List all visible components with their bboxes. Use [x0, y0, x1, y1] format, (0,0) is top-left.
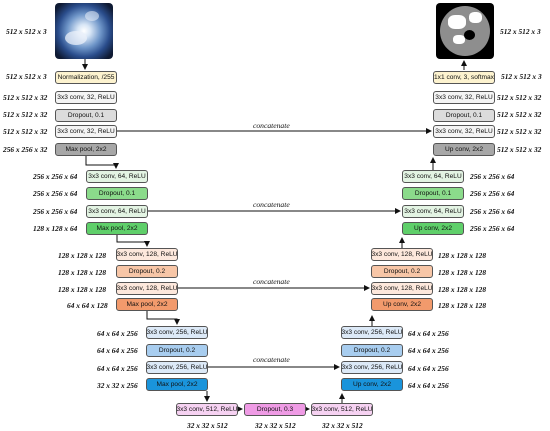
- concatenate-label: concatenate: [253, 121, 290, 130]
- dropout-block: Dropout, 0.1: [86, 187, 148, 200]
- dropout-block: Dropout, 0.1: [433, 109, 495, 122]
- upconv-block: Up conv, 2x2: [341, 378, 403, 391]
- mask-cloud: [453, 35, 465, 44]
- dropout-block: Dropout, 0.2: [371, 265, 433, 278]
- conv-block: 3x3 conv, 64, ReLU: [86, 170, 148, 183]
- conv-block: 3x3 conv, 32, ReLU: [433, 91, 495, 104]
- softmax-block: 1x1 conv, 3, softmax: [433, 71, 495, 84]
- maxpool-block: Max pool, 2x2: [116, 298, 178, 311]
- enc-dim: 128 x 128 x 64: [33, 224, 78, 233]
- dec-dim: 512 x 512 x 32: [497, 127, 542, 136]
- bottleneck-dim: 32 x 32 x 512: [187, 421, 228, 430]
- down-arrow: [116, 235, 150, 247]
- bottleneck-conv-block: 3x3 conv, 512, ReLU: [311, 403, 373, 416]
- dec-dim: 512 x 512 x 32: [497, 110, 542, 119]
- dec-dim: 128 x 128 x 128: [438, 285, 487, 294]
- mask-cloud: [469, 12, 482, 23]
- down-arrow: [85, 156, 119, 169]
- conv-block: 3x3 conv, 64, ReLU: [402, 205, 464, 218]
- conv-block: 3x3 conv, 128, ReLU: [371, 248, 433, 261]
- cloud-patch: [65, 31, 87, 45]
- dropout-block: Dropout, 0.1: [402, 187, 464, 200]
- enc-dim: 512 x 512 x 32: [3, 93, 48, 102]
- down-arrow: [146, 311, 180, 325]
- dec-dim: 64 x 64 x 256: [408, 329, 449, 338]
- conv-block: 3x3 conv, 256, ReLU: [146, 326, 208, 339]
- mask-cloud: [448, 15, 466, 29]
- enc-dim: 64 x 64 x 128: [67, 301, 108, 310]
- enc-dim: 64 x 64 x 256: [97, 346, 138, 355]
- bottleneck-dim: 32 x 32 x 512: [255, 421, 296, 430]
- input-dim-label: 512 x 512 x 3: [6, 27, 47, 36]
- dec-dim: 512 x 512 x 32: [497, 93, 542, 102]
- enc-dim: 256 x 256 x 64: [33, 172, 78, 181]
- maxpool-block: Max pool, 2x2: [55, 143, 117, 156]
- dropout-block: Dropout, 0.1: [55, 109, 117, 122]
- cloud-patch: [85, 11, 99, 21]
- concatenate-label: concatenate: [253, 200, 290, 209]
- conv-block: 3x3 conv, 256, ReLU: [341, 361, 403, 374]
- mask-sun: [464, 30, 475, 40]
- conv-block: 3x3 conv, 32, ReLU: [433, 125, 495, 138]
- dec-dim: 128 x 128 x 128: [438, 268, 487, 277]
- dec-dim: 512 x 512 x 3: [501, 72, 542, 81]
- conv-block: 3x3 conv, 64, ReLU: [86, 205, 148, 218]
- bottleneck-conv-block: 3x3 conv, 512, ReLU: [176, 403, 238, 416]
- maxpool-block: Max pool, 2x2: [146, 378, 208, 391]
- dec-dim: 64 x 64 x 256: [408, 381, 449, 390]
- maxpool-block: Max pool, 2x2: [86, 222, 148, 235]
- upconv-block: Up conv, 2x2: [371, 298, 433, 311]
- conv-block: 3x3 conv, 128, ReLU: [371, 282, 433, 295]
- conv-block: 3x3 conv, 256, ReLU: [341, 326, 403, 339]
- enc-dim: 256 x 256 x 32: [3, 145, 48, 154]
- enc-dim: 512 x 512 x 32: [3, 127, 48, 136]
- concatenate-label: concatenate: [253, 355, 290, 364]
- dec-dim: 256 x 256 x 64: [470, 207, 515, 216]
- dec-dim: 64 x 64 x 256: [408, 346, 449, 355]
- enc-dim: 128 x 128 x 128: [58, 285, 107, 294]
- normalization-block: Normalization, /255: [55, 71, 117, 84]
- dec-dim: 128 x 128 x 128: [438, 251, 487, 260]
- bottleneck-dim: 32 x 32 x 512: [322, 421, 363, 430]
- enc-dim: 256 x 256 x 64: [33, 207, 78, 216]
- upconv-block: Up conv, 2x2: [433, 143, 495, 156]
- dec-dim: 256 x 256 x 64: [470, 172, 515, 181]
- bottleneck-dropout-block: Dropout, 0.3: [244, 403, 306, 416]
- dropout-block: Dropout, 0.2: [146, 344, 208, 357]
- dec-dim: 128 x 128 x 128: [438, 301, 487, 310]
- enc-dim: 512 x 512 x 3: [6, 72, 47, 81]
- upconv-block: Up conv, 2x2: [402, 222, 464, 235]
- dec-dim: 512 x 512 x 32: [497, 145, 542, 154]
- conv-block: 3x3 conv, 32, ReLU: [55, 91, 117, 104]
- concatenate-label: concatenate: [253, 277, 290, 286]
- enc-dim: 64 x 64 x 256: [97, 364, 138, 373]
- enc-dim: 256 x 256 x 64: [33, 189, 78, 198]
- conv-block: 3x3 conv, 128, ReLU: [116, 248, 178, 261]
- enc-dim: 32 x 32 x 256: [97, 381, 138, 390]
- output-dim-label: 512 x 512 x 3: [500, 27, 541, 36]
- enc-dim: 512 x 512 x 32: [3, 110, 48, 119]
- dec-dim: 256 x 256 x 64: [470, 189, 515, 198]
- conv-block: 3x3 conv, 32, ReLU: [55, 125, 117, 138]
- enc-dim: 128 x 128 x 128: [58, 268, 107, 277]
- conv-block: 3x3 conv, 128, ReLU: [116, 282, 178, 295]
- conv-block: 3x3 conv, 256, ReLU: [146, 361, 208, 374]
- dropout-block: Dropout, 0.2: [116, 265, 178, 278]
- dropout-block: Dropout, 0.2: [341, 344, 403, 357]
- input-sky-image: [55, 3, 113, 59]
- dec-dim: 256 x 256 x 64: [470, 224, 515, 233]
- enc-dim: 64 x 64 x 256: [97, 329, 138, 338]
- enc-dim: 128 x 128 x 128: [58, 251, 107, 260]
- dec-dim: 64 x 64 x 256: [408, 364, 449, 373]
- conv-block: 3x3 conv, 64, ReLU: [402, 170, 464, 183]
- output-mask-image: [436, 3, 494, 59]
